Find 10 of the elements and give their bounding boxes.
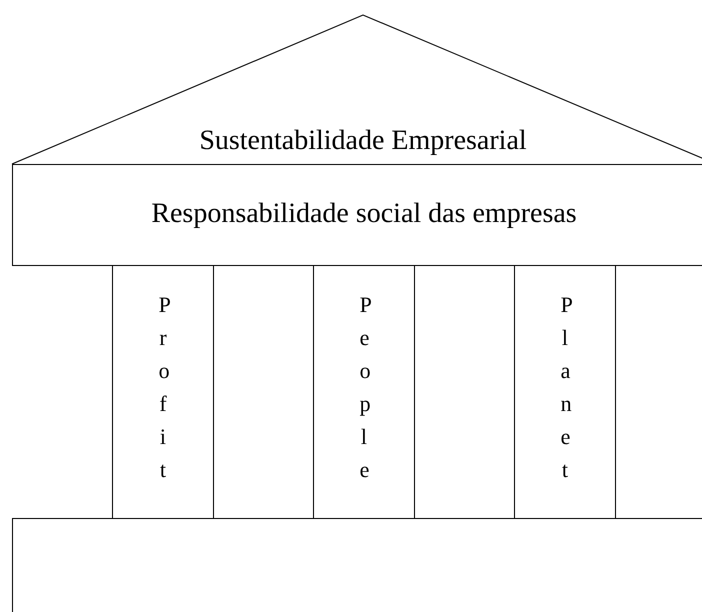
column-label: Profit bbox=[158, 291, 168, 484]
beam-box bbox=[12, 164, 702, 266]
column-box bbox=[313, 265, 415, 519]
beam-label: Responsabilidade social das empresas bbox=[150, 198, 578, 230]
column-label: People bbox=[360, 291, 368, 484]
column-box bbox=[112, 265, 214, 519]
column-label: Planet bbox=[560, 291, 570, 484]
base-box bbox=[12, 518, 702, 612]
column-box bbox=[514, 265, 616, 519]
roof-label: Sustentabilidade Empresarial bbox=[198, 125, 528, 157]
